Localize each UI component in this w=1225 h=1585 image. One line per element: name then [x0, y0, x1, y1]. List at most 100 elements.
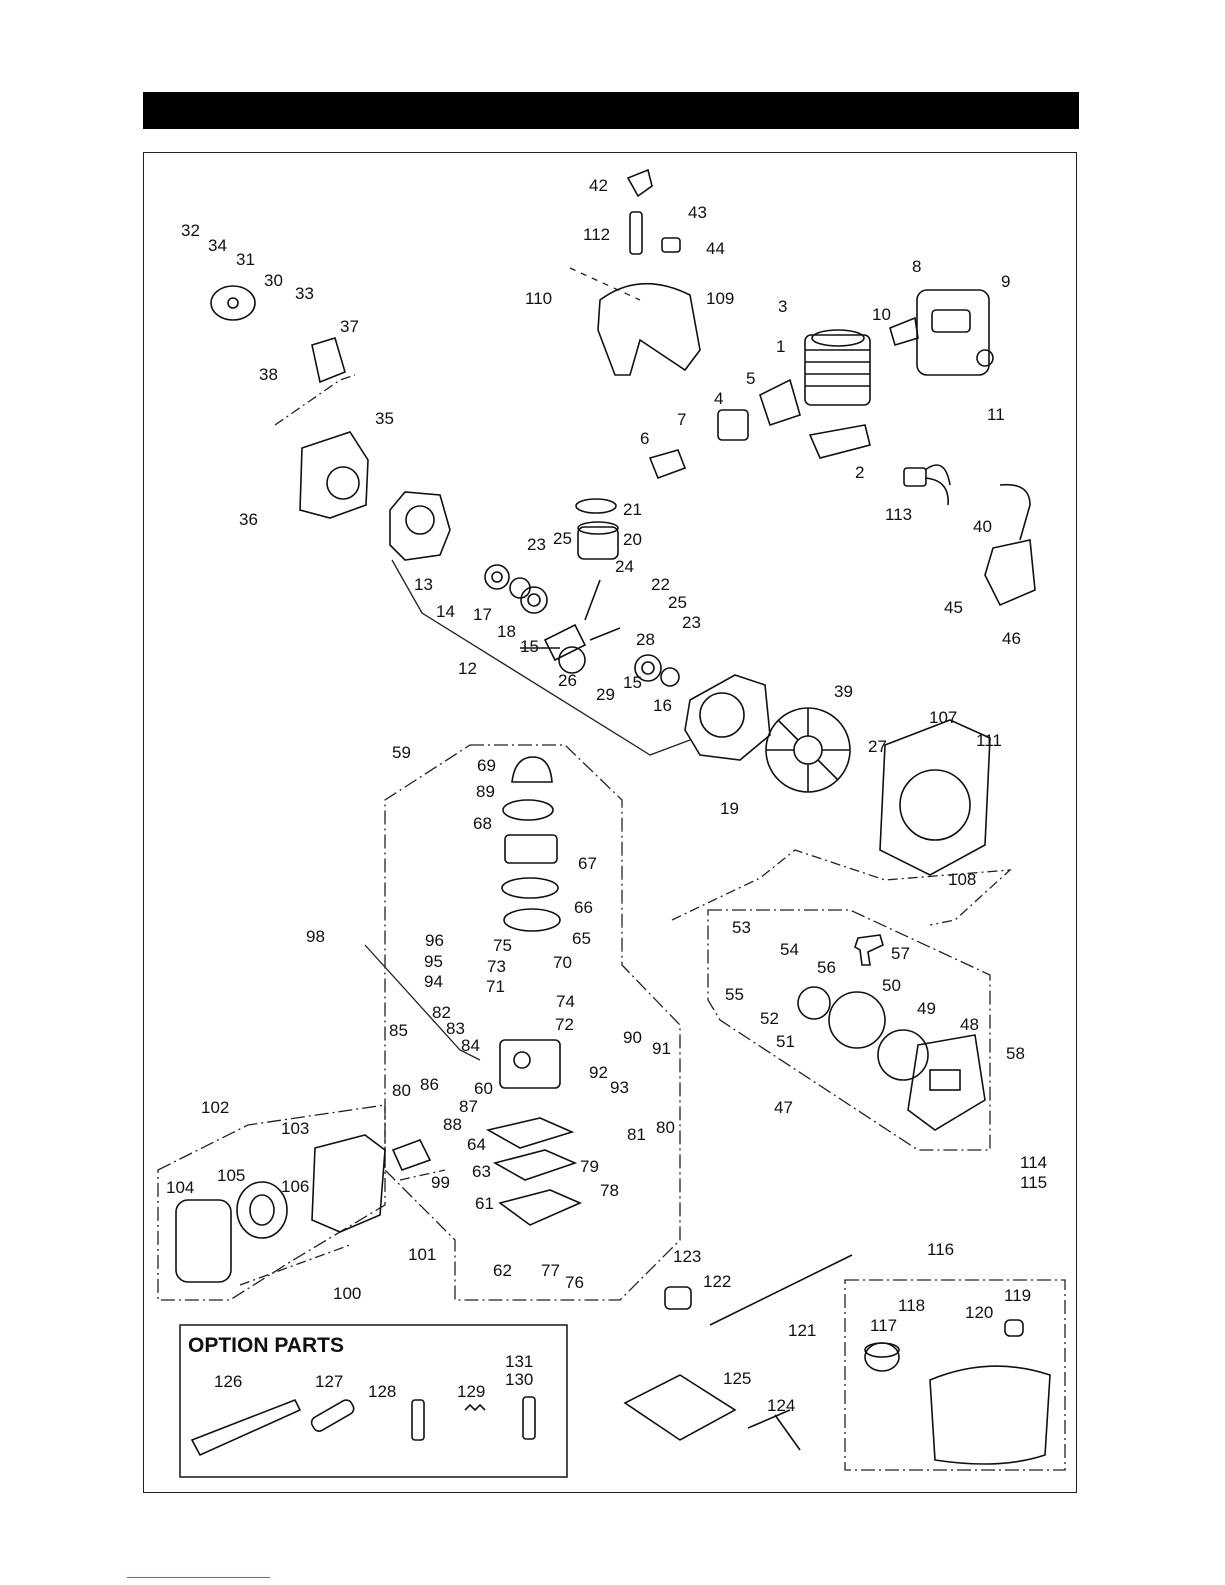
starter-handle-part: [854, 934, 884, 966]
part-label-76: 76: [565, 1273, 584, 1292]
part-label-18: 18: [497, 622, 516, 641]
part-label-6: 6: [640, 429, 649, 448]
spark-plug-part: [629, 211, 643, 255]
part-label-130: 130: [505, 1370, 533, 1389]
part-label-101: 101: [408, 1245, 436, 1264]
part-label-71: 71: [486, 977, 505, 996]
pump-cover-part: [504, 834, 558, 864]
part-label-48: 48: [960, 1015, 979, 1034]
part-label-29: 29: [596, 685, 615, 704]
starter-pulley-part: [828, 991, 886, 1049]
part-label-117: 117: [870, 1316, 897, 1335]
gasket-66-part: [501, 877, 559, 899]
part-label-21: 21: [623, 500, 642, 519]
part-label-10: 10: [872, 305, 891, 324]
part-label-25b: 25: [668, 593, 687, 612]
diaphragm-61-part: [498, 1189, 582, 1226]
part-label-2: 2: [855, 463, 864, 482]
part-label-63: 63: [472, 1162, 491, 1181]
part-label-50: 50: [882, 976, 901, 995]
plug-128-part: [411, 1399, 425, 1441]
part-label-17: 17: [473, 605, 492, 624]
crankshaft-part: [520, 579, 621, 674]
part-label-39: 39: [834, 682, 853, 701]
starter-spring-part: [877, 1029, 929, 1081]
part-label-82: 82: [432, 1003, 451, 1022]
part-label-5: 5: [746, 369, 755, 388]
assembly-line-airfilter: [239, 1244, 351, 1286]
part-label-100: 100: [333, 1284, 361, 1303]
part-label-80b: 80: [656, 1118, 675, 1137]
part-label-83: 83: [446, 1019, 465, 1038]
part-label-40: 40: [973, 517, 992, 536]
part-label-126: 126: [214, 1372, 242, 1391]
tool-124-part: [747, 1409, 801, 1451]
part-label-116: 116: [927, 1240, 954, 1259]
part-label-4: 4: [714, 389, 723, 408]
part-label-35: 35: [375, 409, 394, 428]
part-label-74: 74: [556, 992, 575, 1011]
intake-4-part: [717, 409, 749, 441]
header-bar: [143, 92, 1079, 129]
diagram-frame: [143, 152, 1077, 1493]
part-label-89: 89: [476, 782, 495, 801]
circlip-18-part: [509, 577, 531, 599]
part-label-115: 115: [1020, 1173, 1047, 1192]
gasket-68-part: [502, 799, 554, 821]
clutch-housing-part: [299, 431, 369, 519]
starter-group-outline: [707, 909, 991, 1151]
part-label-94: 94: [424, 972, 443, 991]
part-label-25a: 25: [553, 529, 572, 548]
part-label-68: 68: [473, 814, 492, 833]
carburetor-group-outline: [384, 744, 681, 1301]
flywheel-part: [765, 707, 851, 793]
part-label-107: 107: [929, 708, 957, 727]
air-filter-case-part: [311, 1134, 386, 1233]
assembly-line-99: [399, 1169, 446, 1181]
part-label-54: 54: [780, 940, 799, 959]
fuel-cap-part: [864, 1342, 900, 1372]
part-label-23b: 23: [682, 613, 701, 632]
part-label-49: 49: [917, 999, 936, 1018]
seal-16-part: [660, 667, 680, 687]
part-label-108: 108: [948, 870, 976, 889]
part-label-96: 96: [425, 931, 444, 950]
part-label-77: 77: [541, 1261, 560, 1280]
stop-switch-part: [903, 464, 951, 506]
muffler-part: [916, 289, 994, 376]
part-label-69: 69: [477, 756, 496, 775]
part-label-122: 122: [703, 1272, 731, 1291]
part-label-61: 61: [475, 1194, 494, 1213]
part-label-58: 58: [1006, 1044, 1025, 1063]
part-label-70: 70: [553, 953, 572, 972]
gasket-99-part: [391, 1139, 432, 1172]
part-label-59: 59: [392, 743, 411, 762]
part-label-102: 102: [201, 1098, 229, 1117]
part-label-95: 95: [424, 952, 443, 971]
piston-part: [577, 521, 619, 560]
part-label-1: 1: [776, 337, 785, 356]
part-label-109: 109: [706, 289, 734, 308]
part-label-104: 104: [166, 1178, 194, 1197]
plug-cap-part: [626, 168, 653, 198]
assembly-line-crankcase: [391, 559, 691, 756]
fan-cover-part: [879, 719, 991, 876]
part-label-129: 129: [457, 1382, 485, 1401]
part-label-31: 31: [236, 250, 255, 269]
plug-130-part: [522, 1396, 536, 1440]
part-label-99: 99: [431, 1173, 450, 1192]
part-label-88: 88: [443, 1115, 462, 1134]
part-label-119: 119: [1004, 1286, 1031, 1305]
part-37: [311, 336, 346, 384]
part-label-12: 12: [458, 659, 477, 678]
part-label-19: 19: [720, 799, 739, 818]
part-label-24: 24: [615, 557, 634, 576]
part-label-46: 46: [1002, 629, 1021, 648]
option-parts-title: OPTION PARTS: [188, 1334, 344, 1357]
part-label-103: 103: [281, 1119, 309, 1138]
part-label-86: 86: [420, 1075, 439, 1094]
air-filter-element-part: [236, 1181, 288, 1239]
part-44: [661, 237, 681, 253]
part-label-22: 22: [651, 575, 670, 594]
